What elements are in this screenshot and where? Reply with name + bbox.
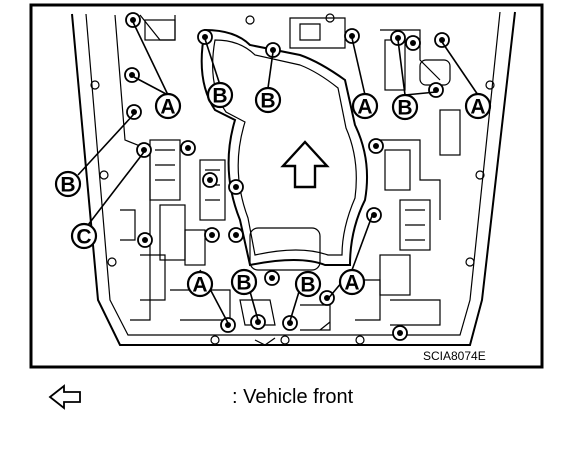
up-arrow-icon bbox=[280, 140, 330, 189]
figure-frame bbox=[29, 3, 544, 369]
bolt bbox=[202, 172, 218, 188]
separator-plate bbox=[200, 17, 368, 271]
bolt bbox=[228, 227, 244, 243]
callout-a-bottom-right: A bbox=[338, 268, 366, 296]
svg-text:B: B bbox=[60, 174, 75, 197]
bolt bbox=[428, 82, 444, 98]
svg-text:C: C bbox=[76, 226, 91, 249]
bolt bbox=[319, 290, 335, 306]
svg-text:B: B bbox=[236, 272, 251, 295]
svg-text:B: B bbox=[212, 85, 227, 108]
bolt bbox=[368, 138, 384, 154]
bolt bbox=[220, 317, 236, 333]
bolt bbox=[265, 42, 281, 58]
bolt bbox=[282, 315, 298, 331]
callout-b-bottom-center: B bbox=[294, 270, 322, 298]
callout-b-left: B bbox=[54, 170, 82, 198]
bolt bbox=[228, 179, 244, 195]
callout-a-far-right: A bbox=[464, 92, 492, 120]
callout-b-bottom-left: B bbox=[230, 268, 258, 296]
bolt bbox=[136, 142, 152, 158]
svg-text:B: B bbox=[260, 90, 275, 113]
bolt bbox=[366, 207, 382, 223]
bottom-passage-detail bbox=[239, 299, 331, 346]
bolt bbox=[126, 104, 142, 120]
valve-body-outline bbox=[71, 11, 516, 346]
callout-b-top-left: B bbox=[206, 81, 234, 109]
callout-b-top-right: B bbox=[391, 93, 419, 121]
svg-text:A: A bbox=[357, 96, 372, 119]
bolt bbox=[250, 314, 266, 330]
bolt bbox=[392, 325, 408, 341]
bolt bbox=[434, 32, 450, 48]
leader-lines bbox=[77, 21, 479, 324]
legend-vehicle-front: : Vehicle front bbox=[232, 386, 354, 408]
bolt bbox=[124, 67, 140, 83]
bolt bbox=[204, 227, 220, 243]
bolt bbox=[180, 140, 196, 156]
callout-a-top-right: A bbox=[351, 92, 379, 120]
svg-text:A: A bbox=[192, 274, 207, 297]
svg-text:B: B bbox=[397, 97, 412, 120]
bolt bbox=[344, 28, 360, 44]
callout-a-top-left: A bbox=[154, 92, 182, 120]
svg-text:A: A bbox=[344, 272, 359, 295]
hollow-left-arrow-icon bbox=[48, 384, 81, 410]
bolt bbox=[405, 35, 421, 51]
svg-text:A: A bbox=[160, 96, 175, 119]
bolt bbox=[197, 29, 213, 45]
figure-code: SCIA8074E bbox=[423, 349, 486, 363]
bolt bbox=[264, 270, 280, 286]
svg-text:A: A bbox=[470, 96, 485, 119]
bolt bbox=[137, 232, 153, 248]
bolt bbox=[125, 12, 141, 28]
callout-b-top-center: B bbox=[254, 86, 282, 114]
callout-c-left: C bbox=[70, 222, 98, 250]
svg-text:B: B bbox=[300, 274, 315, 297]
callout-a-bottom-left: A bbox=[186, 270, 214, 298]
